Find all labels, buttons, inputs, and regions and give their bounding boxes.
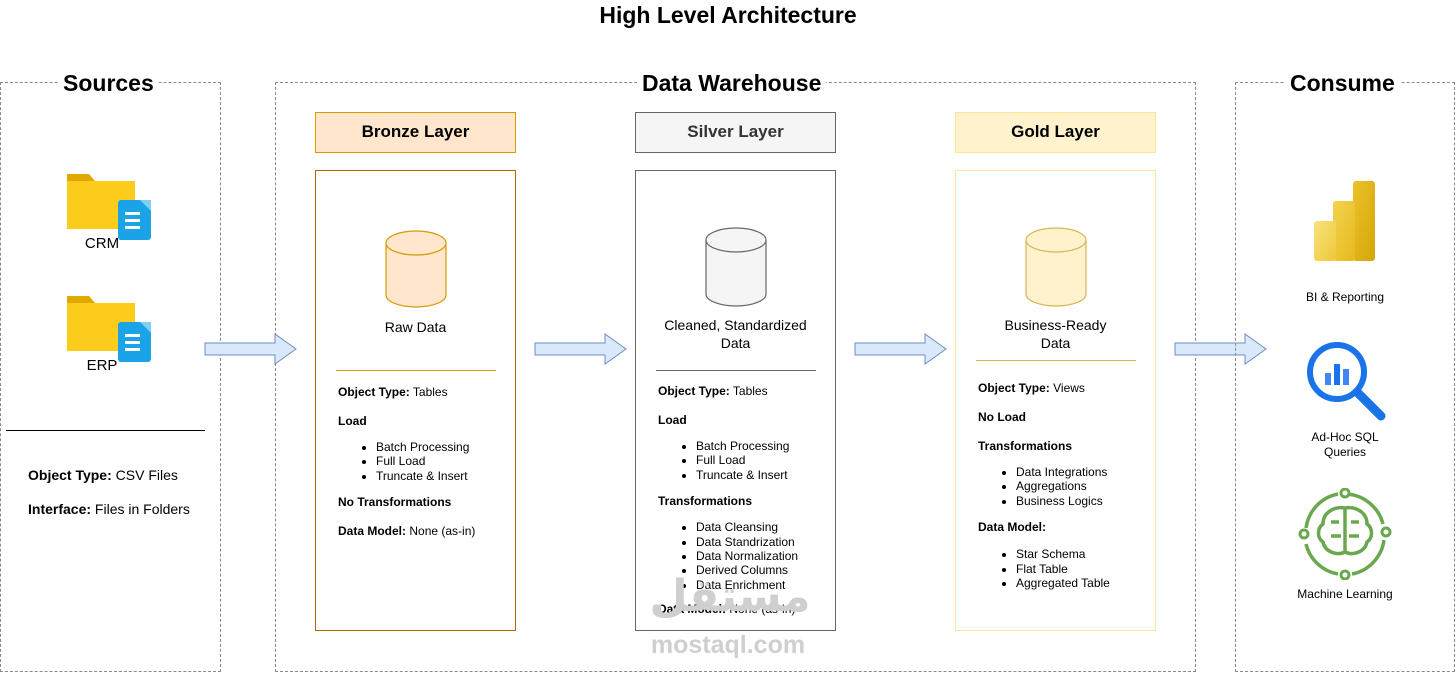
list-item: Truncate & Insert bbox=[696, 468, 827, 482]
source-crm-label: CRM bbox=[84, 235, 120, 252]
gold-layer-header: Gold Layer bbox=[955, 112, 1156, 153]
silver-layer-box: Cleaned, Standardized Data Object Type: … bbox=[635, 170, 836, 631]
sources-title: Sources bbox=[58, 69, 159, 97]
folder-file-icon bbox=[67, 296, 151, 362]
bronze-details: Object Type: Tables Load Batch Processin… bbox=[338, 385, 507, 538]
power-bi-icon bbox=[1314, 181, 1375, 261]
consume-bi-label: BI & Reporting bbox=[1305, 290, 1385, 304]
consume-ml-label: Machine Learning bbox=[1297, 587, 1393, 601]
diagram-title: High Level Architecture bbox=[599, 2, 857, 28]
silver-load-list: Batch Processing Full Load Truncate & In… bbox=[636, 439, 827, 482]
watermark-latin: mostaql.com bbox=[650, 631, 806, 659]
list-item: Data Normalization bbox=[696, 549, 827, 563]
warehouse-title: Data Warehouse bbox=[637, 69, 827, 97]
search-chart-icon bbox=[1307, 342, 1386, 421]
gold-layer-box: Business-Ready Data Object Type: Views N… bbox=[955, 170, 1156, 631]
watermark-arabic: مستقل bbox=[649, 572, 811, 621]
list-item: Business Logics bbox=[1016, 494, 1147, 508]
list-item: Full Load bbox=[696, 453, 827, 467]
list-item: Truncate & Insert bbox=[376, 469, 507, 483]
list-item: Derived Columns bbox=[696, 563, 827, 577]
database-icon bbox=[705, 227, 767, 307]
database-icon bbox=[1025, 227, 1087, 307]
list-item: Data Standrization bbox=[696, 535, 827, 549]
list-item: Batch Processing bbox=[376, 440, 507, 454]
arrow-sources-to-bronze bbox=[204, 333, 297, 365]
consume-title: Consume bbox=[1285, 69, 1400, 97]
bronze-db-label: Raw Data bbox=[384, 319, 447, 335]
gold-details: Object Type: Views No Load Transformatio… bbox=[978, 381, 1147, 590]
sources-interface: Interface: Files in Folders bbox=[28, 501, 190, 517]
bronze-separator bbox=[336, 370, 496, 371]
list-item: Aggregations bbox=[1016, 479, 1147, 493]
silver-separator bbox=[656, 370, 816, 371]
gold-db-label: Business-Ready Data bbox=[1004, 317, 1107, 351]
arrow-gold-to-consume bbox=[1174, 333, 1267, 365]
sources-divider bbox=[6, 430, 205, 431]
bronze-layer-box: Raw Data Object Type: Tables Load Batch … bbox=[315, 170, 516, 631]
gold-model-list: Star Schema Flat Table Aggregated Table bbox=[956, 547, 1147, 590]
silver-layer-header: Silver Layer bbox=[635, 112, 836, 153]
gold-transform-list: Data Integrations Aggregations Business … bbox=[956, 465, 1147, 508]
bronze-layer-header: Bronze Layer bbox=[315, 112, 516, 153]
folder-file-icon bbox=[67, 174, 151, 240]
silver-transform-list: Data Cleansing Data Standrization Data N… bbox=[636, 520, 827, 592]
source-erp-label: ERP bbox=[86, 357, 118, 374]
brain-circuit-icon bbox=[1298, 488, 1392, 580]
list-item: Flat Table bbox=[1016, 562, 1147, 576]
list-item: Batch Processing bbox=[696, 439, 827, 453]
arrow-bronze-to-silver bbox=[534, 333, 627, 365]
list-item: Data Enrichment bbox=[696, 578, 827, 592]
silver-db-label: Cleaned, Standardized Data bbox=[664, 317, 807, 351]
list-item: Full Load bbox=[376, 454, 507, 468]
consume-sql-label: Ad-Hoc SQL Queries bbox=[1311, 430, 1379, 459]
list-item: Data Integrations bbox=[1016, 465, 1147, 479]
gold-separator bbox=[976, 360, 1136, 361]
list-item: Aggregated Table bbox=[1016, 576, 1147, 590]
list-item: Star Schema bbox=[1016, 547, 1147, 561]
sources-object-type: Object Type: CSV Files bbox=[28, 467, 178, 483]
database-icon bbox=[385, 230, 447, 308]
list-item: Data Cleansing bbox=[696, 520, 827, 534]
silver-details: Object Type: Tables Load Batch Processin… bbox=[658, 384, 827, 616]
arrow-silver-to-gold bbox=[854, 333, 947, 365]
bronze-load-list: Batch Processing Full Load Truncate & In… bbox=[316, 440, 507, 483]
